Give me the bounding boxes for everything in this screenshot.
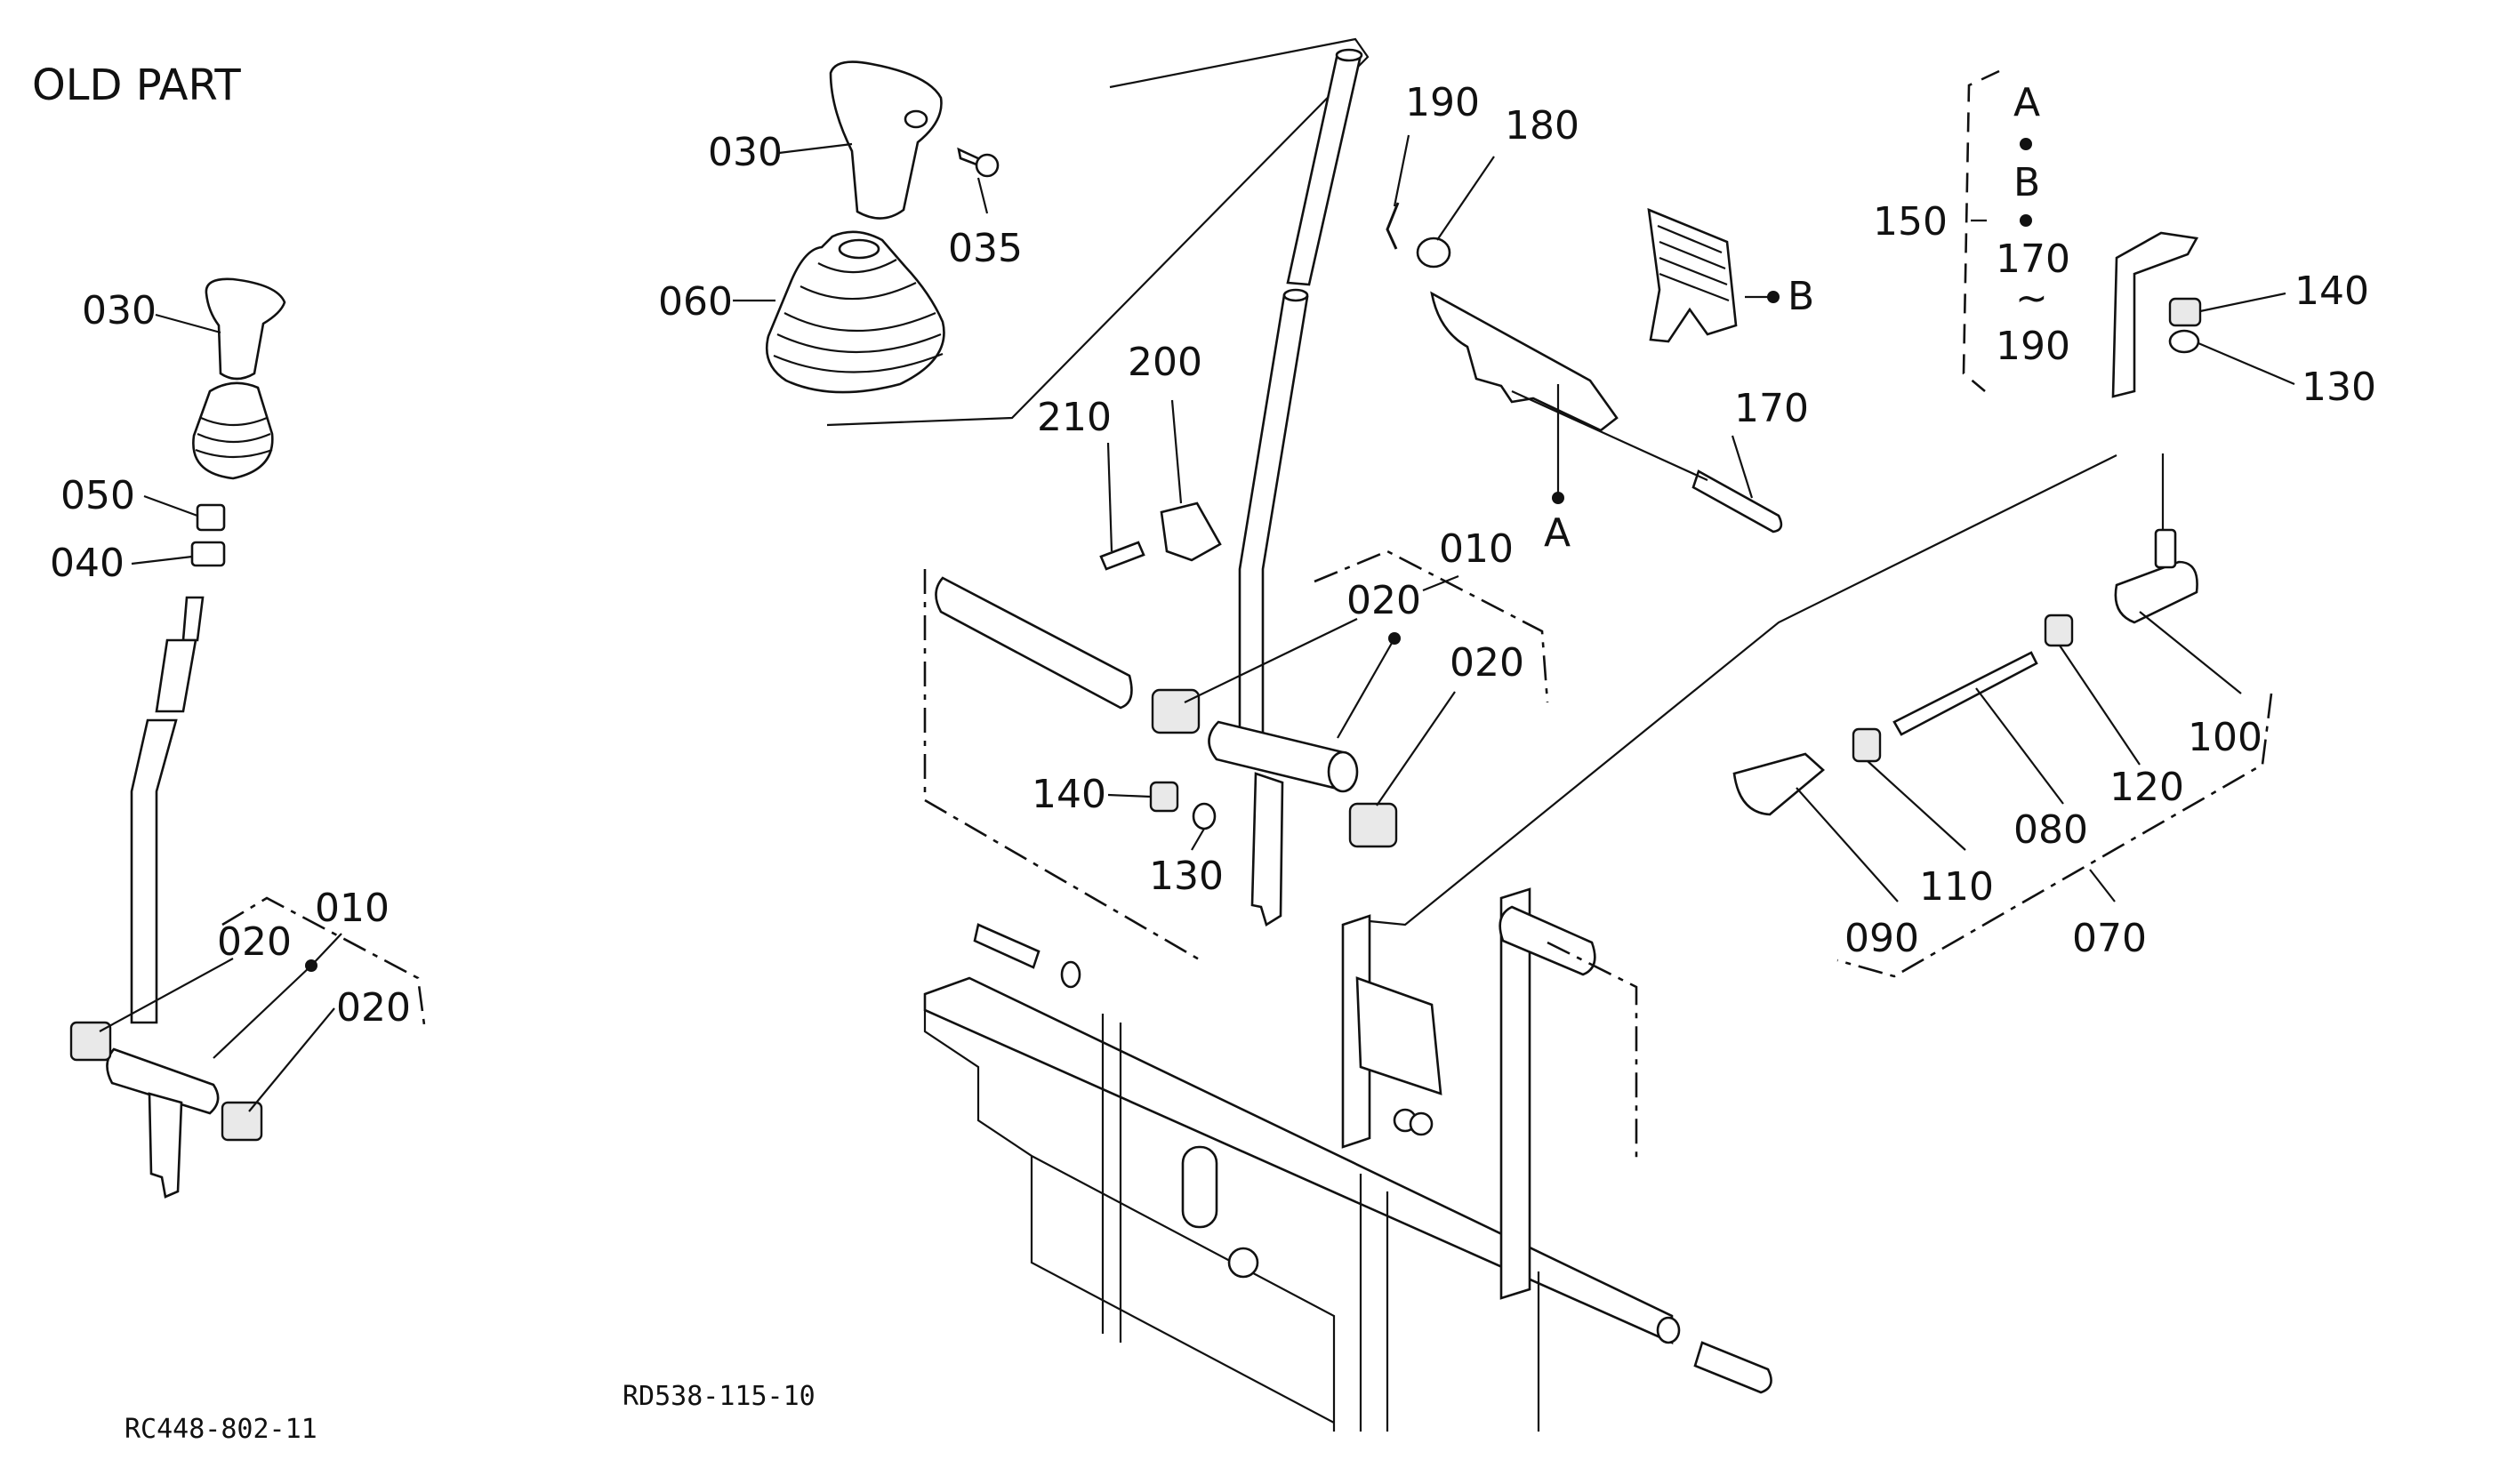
kit-150-a: A (2013, 80, 2040, 125)
callout-120: 120 (2109, 765, 2184, 810)
main-assembly: 030 035 060 190 180 B 210 200 170 A 010 … (658, 37, 2376, 1432)
callout-020-b: 020 (1450, 640, 1524, 686)
bracket-arm (2111, 231, 2199, 398)
callout-190: 190 (1405, 80, 1480, 125)
boot-part (192, 381, 274, 480)
nut-140-right (2168, 297, 2202, 327)
callout-140: 140 (1032, 772, 1106, 817)
main-lever-top (1286, 52, 1362, 286)
drawing-code-center: RD538-115-10 (623, 1381, 816, 1412)
kit-150-b: B (2013, 160, 2040, 205)
block-200 (1160, 501, 1222, 562)
callout-020-left-b: 020 (336, 985, 411, 1031)
page-title: OLD PART (32, 60, 241, 110)
old-part-assembly: 030 050 040 010 020 020 (50, 277, 427, 1199)
callout-035: 035 (948, 226, 1023, 271)
callout-a: A (1544, 510, 1571, 556)
pin-170 (1691, 469, 1783, 533)
washer-130-right (2168, 329, 2200, 354)
callout-100: 100 (2188, 715, 2262, 760)
pedal-bracket (1430, 291, 1619, 432)
callout-090: 090 (1844, 916, 1919, 961)
pin-190 (1386, 202, 1400, 250)
bushing-020-b (221, 1101, 263, 1142)
spacer-050 (196, 503, 226, 532)
lever-rod (130, 718, 178, 1024)
callout-020-a: 020 (1346, 578, 1421, 623)
callout-130: 130 (1149, 854, 1224, 899)
callout-150: 150 (1873, 199, 1948, 245)
callout-020-left-a: 020 (217, 919, 292, 965)
callout-010: 010 (1439, 526, 1514, 572)
rod-080 (1892, 651, 2038, 736)
frame-rail (923, 976, 1674, 1345)
frame-slot (1181, 1145, 1218, 1229)
callout-050-left: 050 (60, 473, 135, 518)
pedal-b (1647, 207, 1738, 343)
knob-030 (829, 60, 943, 220)
callout-010-left: 010 (315, 886, 390, 931)
knob-part (205, 277, 286, 381)
callout-030: 030 (708, 130, 783, 175)
callout-040-left: 040 (50, 541, 125, 586)
callout-b: B (1788, 274, 1814, 319)
rod-end-100 (2114, 560, 2198, 624)
nut-040 (190, 541, 226, 567)
drawing-code-left: RC448-802-11 (125, 1414, 317, 1445)
nut-120 (2044, 614, 2074, 647)
bushing-020-b (1348, 802, 1398, 848)
kit-150-170: 170 (1996, 237, 2070, 282)
nut-110 (1852, 727, 1882, 763)
washer-180 (1416, 237, 1451, 269)
pivot-pin (935, 576, 1133, 710)
callout-200: 200 (1128, 340, 1202, 385)
kit-150-tilde: ~ (2015, 276, 2048, 321)
bolt-210 (1099, 541, 1145, 571)
callout-070: 070 (2072, 916, 2147, 961)
callout-060: 060 (658, 279, 733, 325)
callout-180: 180 (1505, 103, 1579, 148)
rod-end-090 (1732, 752, 1825, 816)
boot-060 (765, 230, 945, 394)
main-lever (1238, 293, 1309, 758)
callout-140-right: 140 (2294, 269, 2369, 314)
frame-bracket (1355, 976, 1442, 1095)
callout-210: 210 (1037, 395, 1112, 440)
washer-130 (1192, 802, 1217, 830)
callout-080: 080 (2013, 807, 2088, 853)
nut-140 (1149, 781, 1179, 813)
callout-030-left: 030 (82, 288, 157, 333)
callout-170: 170 (1734, 386, 1809, 431)
right-tube (1499, 905, 1596, 976)
kit-150-190: 190 (1996, 324, 2070, 369)
bushing-020-a (1151, 688, 1201, 734)
callout-110: 110 (1919, 864, 1994, 910)
callout-130-right: 130 (2302, 365, 2376, 410)
bottom-bolt (1693, 1341, 1772, 1394)
